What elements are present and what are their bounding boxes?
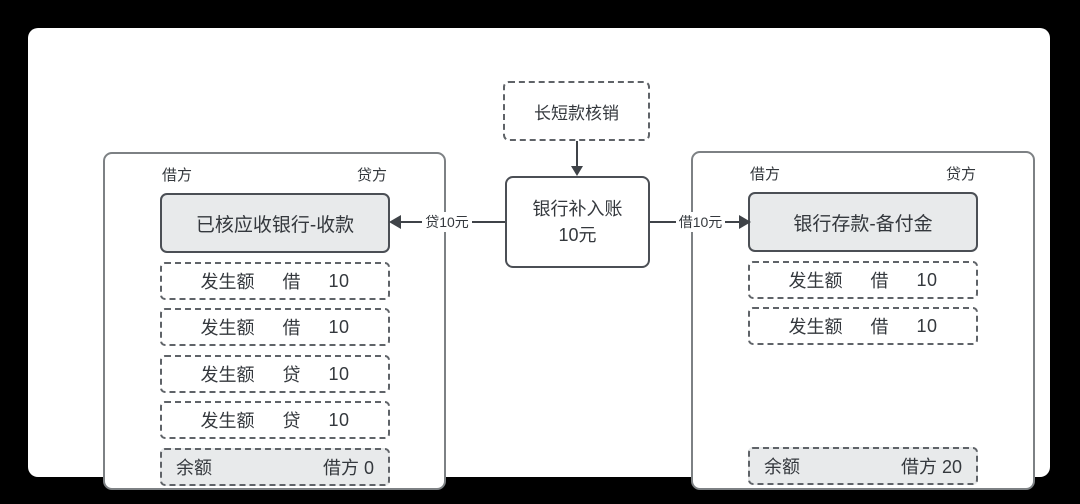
account-panel-left: 借方 贷方 已核应收银行-收款 发生额 借 10 发生额 借 10 发生额 贷 … xyxy=(103,152,446,490)
arrowhead-right-icon xyxy=(739,215,751,229)
flow-down-arrow xyxy=(571,141,583,176)
entry-label: 发生额 xyxy=(200,365,255,385)
arrowhead-left-icon xyxy=(389,215,401,229)
balance-value: 借方 20 xyxy=(900,457,962,477)
trigger-note-label: 长短款核销 xyxy=(534,103,619,123)
left-debit-header: 借方 xyxy=(162,167,193,184)
flow-debit-label-wrap: 借10元 xyxy=(650,212,751,232)
entry-amount: 10 xyxy=(916,269,938,290)
diagram-surface: 长短款核销 银行补入账 10元 贷10元 借10元 xyxy=(28,28,1050,490)
entry-amount: 10 xyxy=(328,316,350,337)
entry-label: 发生额 xyxy=(200,272,255,292)
entry-label: 发生额 xyxy=(788,271,843,291)
journal-entry-node: 银行补入账 10元 xyxy=(505,176,650,268)
entry-row: 发生额 借 10 xyxy=(748,261,978,299)
flow-credit-label: 贷10元 xyxy=(422,212,472,232)
entry-row: 发生额 借 10 xyxy=(160,308,390,346)
entry-label: 发生额 xyxy=(200,318,255,338)
flow-credit-left: 贷10元 xyxy=(389,212,505,232)
entry-side: 借 xyxy=(282,318,301,338)
account-panel-right: 借方 贷方 银行存款-备付金 发生额 借 10 发生额 借 10 余额 借方 2… xyxy=(691,151,1035,490)
entry-row: 发生额 借 10 xyxy=(748,307,978,345)
entry-row: 发生额 贷 10 xyxy=(160,401,390,439)
entry-amount: 10 xyxy=(916,315,938,336)
balance-value: 借方 0 xyxy=(322,458,374,478)
entry-label: 发生额 xyxy=(788,317,843,337)
right-debit-header: 借方 xyxy=(750,166,781,183)
journal-entry-amount: 10元 xyxy=(558,225,597,245)
entry-side: 贷 xyxy=(282,411,301,431)
entry-side: 贷 xyxy=(282,365,301,385)
flow-debit-label: 借10元 xyxy=(675,212,726,232)
flow-down-line xyxy=(576,141,578,168)
entry-amount: 10 xyxy=(328,270,350,291)
entry-row: 发生额 贷 10 xyxy=(160,355,390,393)
left-balance-box: 余额 借方 0 xyxy=(160,448,390,486)
entry-side: 借 xyxy=(282,272,301,292)
right-account-title-box: 银行存款-备付金 xyxy=(748,192,978,252)
balance-label: 余额 xyxy=(176,458,212,478)
balance-label: 余额 xyxy=(764,457,800,477)
journal-entry-title: 银行补入账 xyxy=(532,199,623,219)
left-account-title-box: 已核应收银行-收款 xyxy=(160,193,390,253)
entry-side: 借 xyxy=(870,317,889,337)
arrowhead-down-icon xyxy=(571,166,583,176)
entry-amount: 10 xyxy=(328,409,350,430)
entry-side: 借 xyxy=(870,271,889,291)
left-credit-header: 贷方 xyxy=(356,167,387,184)
entry-amount: 10 xyxy=(328,363,350,384)
entry-label: 发生额 xyxy=(200,411,255,431)
entry-row: 发生额 借 10 xyxy=(160,262,390,300)
right-account-title: 银行存款-备付金 xyxy=(793,213,933,235)
trigger-note-box: 长短款核销 xyxy=(503,81,650,141)
left-account-title: 已核应收银行-收款 xyxy=(195,214,355,236)
flow-credit-label-wrap: 贷10元 xyxy=(389,212,505,232)
flow-debit-right: 借10元 xyxy=(650,212,751,232)
right-credit-header: 贷方 xyxy=(945,166,976,183)
right-balance-box: 余额 借方 20 xyxy=(748,447,978,485)
